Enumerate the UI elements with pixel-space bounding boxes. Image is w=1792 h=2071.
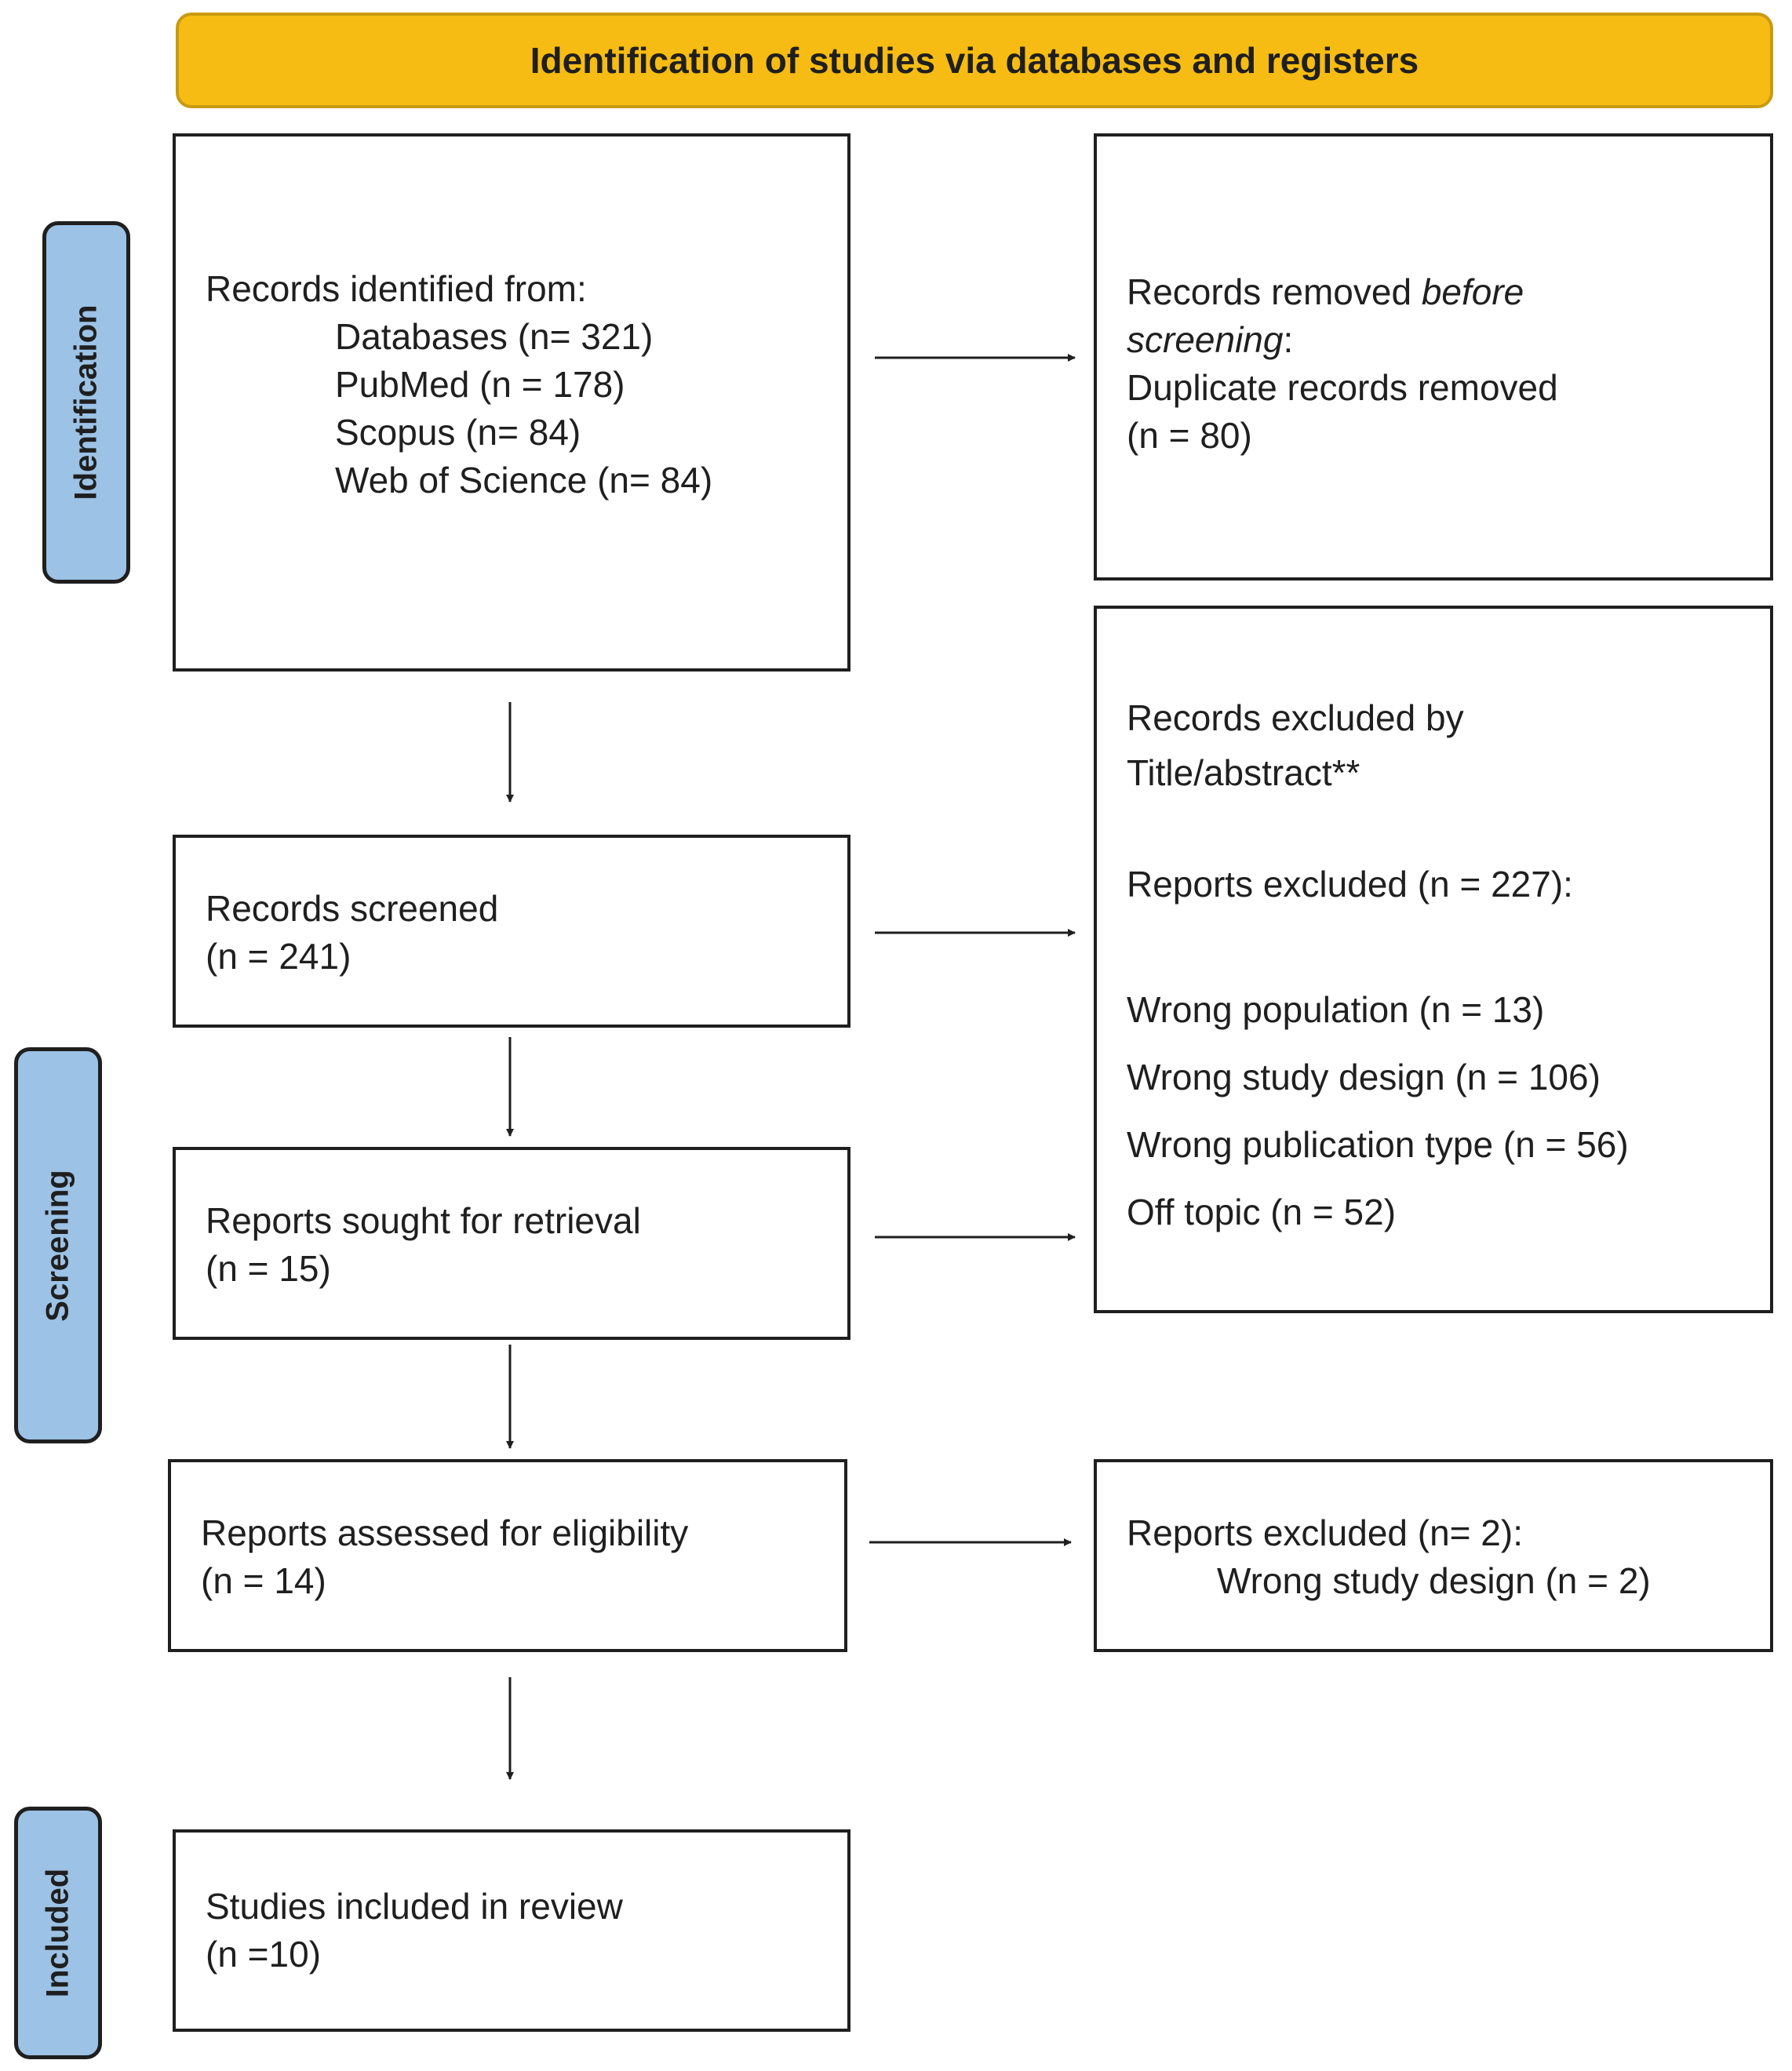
reports-sought-label: Reports sought for retrieval [206,1200,641,1241]
records-removed-line1: Records removed before [1127,268,1770,316]
header-title: Identification of studies via databases … [530,40,1419,81]
reports-sought-box: Reports sought for retrieval (n = 15) [173,1147,850,1340]
records-removed-box: Records removed before screening: Duplic… [1094,133,1773,581]
phase-identification: Identification [42,221,130,584]
records-removed-colon: : [1283,319,1294,360]
records-removed-prefix: Records removed [1127,271,1422,312]
records-screened-label: Records screened [206,888,499,929]
reports-sought-count: (n = 15) [206,1248,331,1289]
records-identified-box: Records identified from: Databases (n= 3… [173,133,850,672]
records-identified-item: Web of Science (n= 84) [335,460,713,500]
records-excluded-summary: Reports excluded (n = 227): [1127,864,1573,904]
records-removed-screening: screening [1127,319,1284,360]
reports-assessed-label: Reports assessed for eligibility [201,1512,689,1553]
reports-excluded-box: Reports excluded (n= 2): Wrong study des… [1094,1459,1773,1652]
records-excluded-line2: Title/abstract** [1127,752,1360,793]
records-identified-item: Databases (n= 321) [335,316,654,357]
studies-included-label: Studies included in review [206,1886,623,1927]
identification-header: Identification of studies via databases … [176,13,1773,108]
records-excluded-reason: Wrong population (n = 13) [1127,989,1545,1030]
records-excluded-reason: Wrong publication type (n = 56) [1127,1124,1629,1165]
reports-assessed-count: (n = 14) [201,1560,326,1601]
records-identified-heading: Records identified from: [206,268,587,309]
records-removed-line2: screening: [1127,316,1770,364]
records-removed-before: before [1421,271,1524,312]
records-excluded-reason: Wrong study design (n = 106) [1127,1057,1601,1097]
reports-assessed-box: Reports assessed for eligibility (n = 14… [168,1459,847,1652]
records-screened-box: Records screened (n = 241) [173,835,850,1028]
records-identified-item: PubMed (n = 178) [335,364,625,405]
phase-screening: Screening [14,1047,102,1443]
records-identified-item: Scopus (n= 84) [335,412,581,453]
records-screened-count: (n = 241) [206,936,351,977]
records-removed-line4: (n = 80) [1127,415,1252,456]
records-excluded-box: Records excluded by Title/abstract** Rep… [1094,606,1773,1313]
records-excluded-line1: Records excluded by [1127,697,1464,738]
records-excluded-reason: Off topic (n = 52) [1127,1192,1397,1232]
reports-excluded-reason: Wrong study design (n = 2) [1217,1560,1651,1601]
studies-included-count: (n =10) [206,1934,322,1975]
records-removed-line3: Duplicate records removed [1127,367,1558,408]
studies-included-box: Studies included in review (n =10) [173,1829,850,2032]
reports-excluded-label: Reports excluded (n= 2): [1127,1512,1523,1553]
phase-included: Included [14,1807,102,2059]
